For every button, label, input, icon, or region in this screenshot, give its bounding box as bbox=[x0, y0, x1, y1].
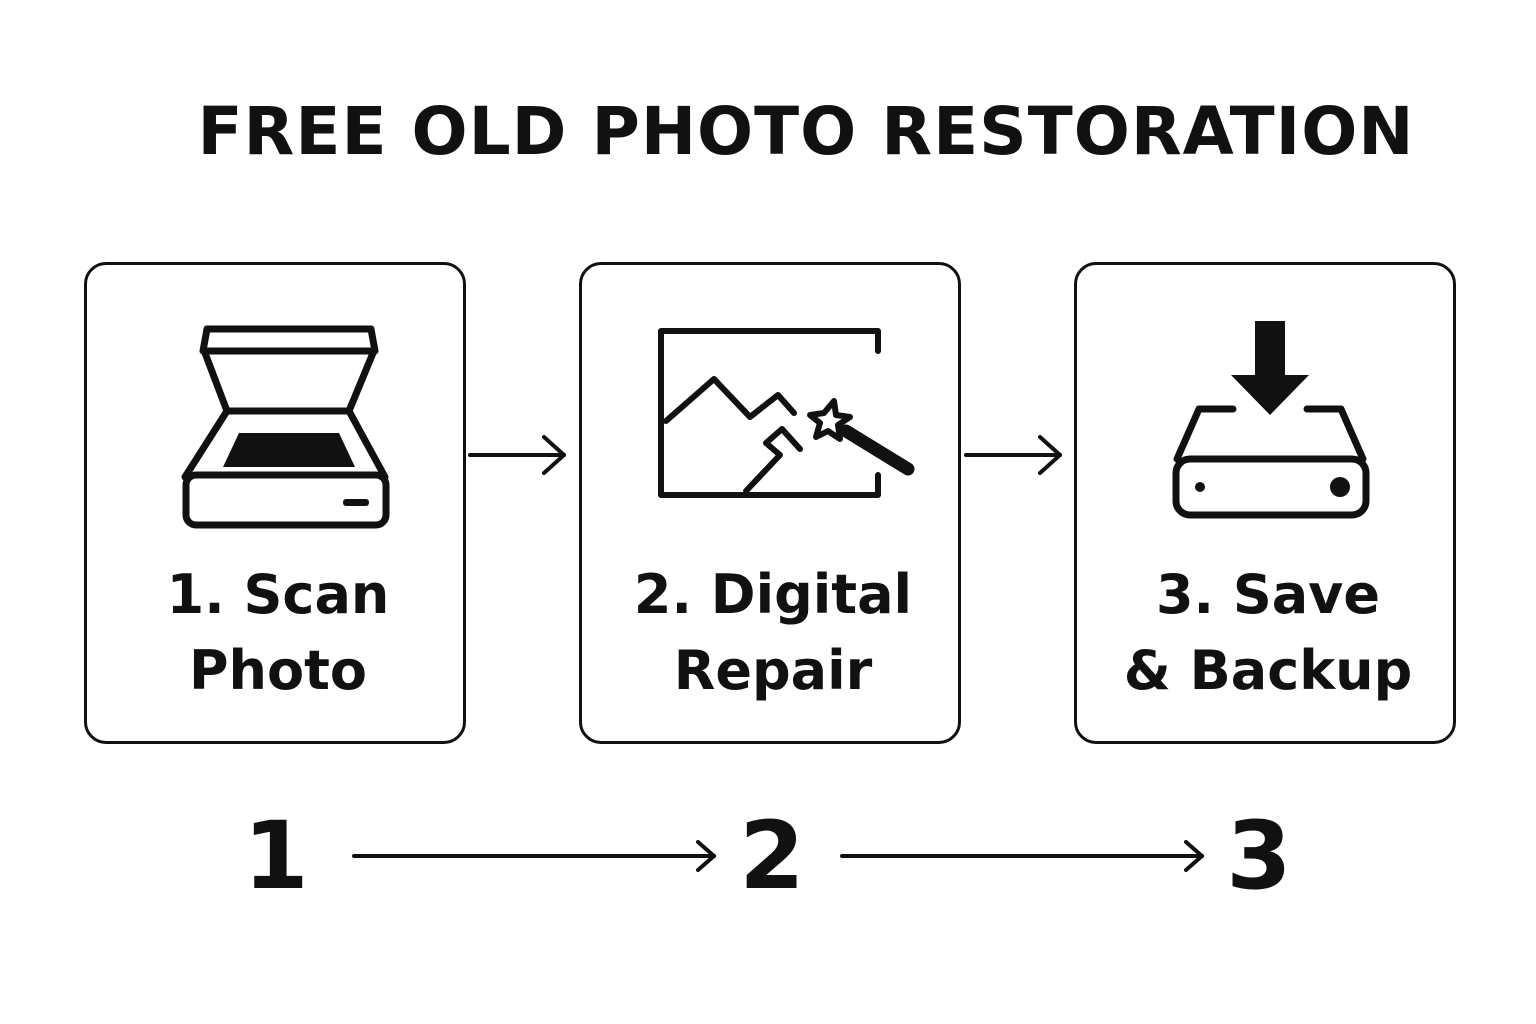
step-number-2: 2 bbox=[739, 802, 805, 911]
step-number-1: 1 bbox=[243, 802, 309, 911]
step-number-3: 3 bbox=[1226, 802, 1292, 911]
step-label-line: Photo bbox=[188, 639, 368, 702]
step-label-repair: 2. Digital Repair bbox=[582, 557, 964, 709]
step-box-scan: 1. Scan Photo bbox=[84, 262, 466, 744]
step-label-line: Repair bbox=[673, 639, 873, 702]
scanner-icon bbox=[181, 325, 390, 529]
arrow-right-icon bbox=[468, 435, 566, 475]
download-drive-icon bbox=[1172, 321, 1370, 519]
step-label-line: & Backup bbox=[1123, 639, 1413, 702]
arrow-right-icon bbox=[352, 840, 716, 872]
arrow-right-icon bbox=[964, 435, 1062, 475]
step-label-line: 2. Digital bbox=[633, 563, 913, 626]
step-label-line: 3. Save bbox=[1155, 563, 1381, 626]
step-box-repair: 2. Digital Repair bbox=[579, 262, 961, 744]
photo-magic-wand-icon bbox=[658, 328, 915, 498]
step-label-scan: 1. Scan Photo bbox=[87, 557, 469, 709]
arrow-right-icon bbox=[840, 840, 1204, 872]
step-label-save: 3. Save & Backup bbox=[1077, 557, 1459, 709]
step-box-save: 3. Save & Backup bbox=[1074, 262, 1456, 744]
step-label-line: 1. Scan bbox=[166, 563, 390, 626]
diagram-title: FREE OLD PHOTO RESTORATION bbox=[197, 93, 1415, 170]
